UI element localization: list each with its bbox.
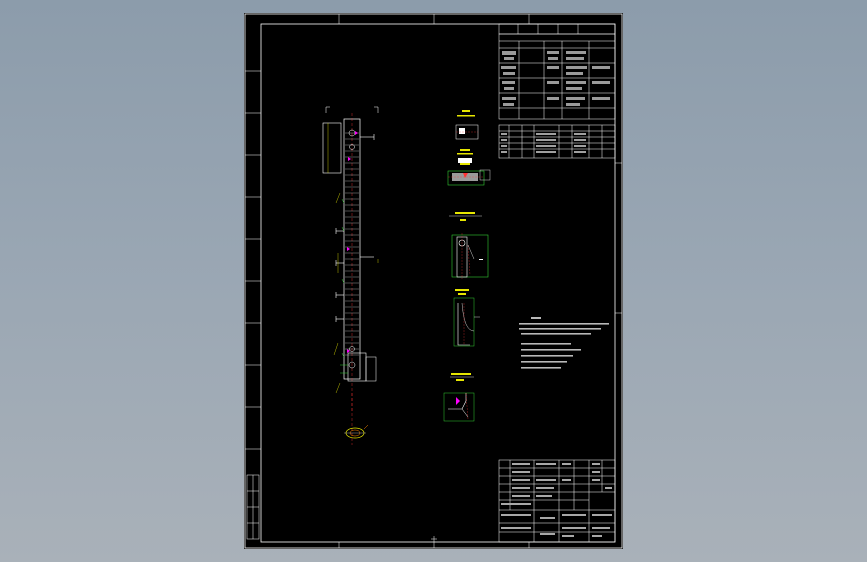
- column-main-view: [322, 106, 379, 413]
- detail-a: [455, 110, 479, 140]
- detail-b: [457, 149, 473, 163]
- column-hatch-marks: [341, 198, 345, 358]
- column-dimensions: [327, 123, 379, 394]
- detail-d: [449, 212, 489, 279]
- column-section-markers: [340, 364, 348, 374]
- title-block-cells: [501, 463, 612, 537]
- drawing-sheet: [244, 13, 623, 549]
- base-plan-view: [344, 393, 369, 445]
- nozzle-table: [498, 124, 616, 159]
- detail-c: [447, 163, 491, 186]
- detail-e: [453, 289, 480, 347]
- technical-data-table: [498, 33, 616, 120]
- nozzle-table-cells: [501, 133, 586, 153]
- sheet-center-mark: [431, 536, 437, 542]
- technical-data-hatched-cells: [501, 51, 610, 106]
- technical-requirements-notes: [519, 317, 609, 369]
- title-block: [498, 459, 616, 543]
- drawing-svg: [244, 13, 623, 549]
- binding-margin-table: [246, 474, 260, 540]
- column-weld-marks: [347, 131, 358, 353]
- detail-f: [443, 373, 475, 422]
- zone-ticks: [245, 14, 622, 548]
- drawing-number-strip: [498, 23, 616, 35]
